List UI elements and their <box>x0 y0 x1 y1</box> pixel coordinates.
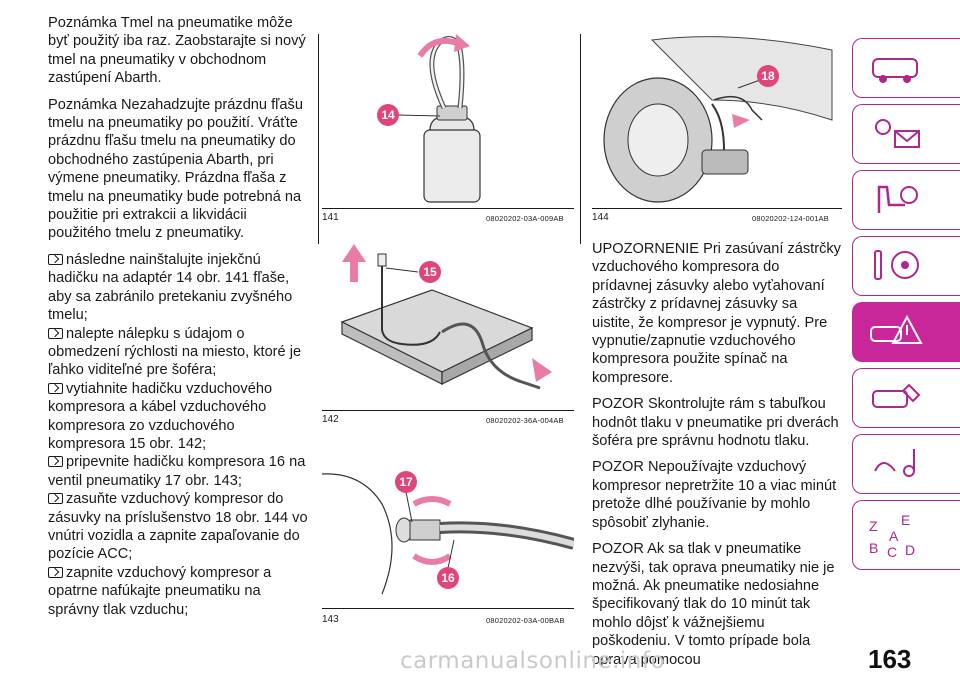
svg-text:Z: Z <box>869 518 878 534</box>
caution-paragraph: POZOR Skontrolujte rám s tabuľkou hodnôt… <box>592 396 839 450</box>
seat-safety-icon <box>877 185 918 213</box>
figure-143: 17 16 <box>321 444 576 606</box>
figure-number: 144 <box>592 212 609 223</box>
left-column: Poznámka Tmel na pneumatike môže byť pou… <box>48 14 310 619</box>
svg-text:C: C <box>887 544 897 560</box>
step-check-icon <box>48 566 63 578</box>
car-emergency-icon <box>870 314 923 344</box>
tab-maintenance[interactable] <box>852 368 960 428</box>
column-divider <box>318 34 319 244</box>
figure-144: 18 <box>592 30 844 205</box>
car-dashboard-icon <box>872 58 918 83</box>
tab-seat-safety[interactable] <box>852 170 960 230</box>
svg-text:E: E <box>901 512 910 528</box>
svg-text:D: D <box>905 542 915 558</box>
step-item: nalepte nálepku s údajom o obmedzení rýc… <box>48 325 302 379</box>
caution-paragraph: POZOR Nepoužívajte vzduchový kompresor n… <box>592 459 837 531</box>
svg-text:B: B <box>869 540 878 556</box>
key-steering-icon <box>874 250 919 280</box>
tab-multimedia[interactable] <box>852 434 960 494</box>
svg-text:A: A <box>889 528 899 544</box>
svg-text:15: 15 <box>423 265 437 279</box>
compressor-illustration: 15 <box>340 244 552 390</box>
valve-hose-illustration: 17 16 <box>321 471 576 595</box>
lights-warning-icon <box>875 119 920 148</box>
figure-rule <box>322 608 574 609</box>
tab-car-emergency[interactable] <box>852 302 960 362</box>
watermark: carmanualsonline.info <box>400 648 666 674</box>
note-empty-bottle: Poznámka Nezahadzujte prázdnu fľašu tmel… <box>48 96 303 242</box>
step-item: zasuňte vzduchový kompresor do zásuvky n… <box>48 491 308 563</box>
page-number: 163 <box>868 644 912 674</box>
right-column: UPOZORNENIE Pri zasúvaní zástrčky vzduch… <box>592 240 842 677</box>
caution-paragraph: POZOR Ak sa tlak v pneumatike nezvýši, t… <box>592 541 835 668</box>
figure-number: 142 <box>322 414 339 425</box>
figure-number: 143 <box>322 614 339 625</box>
column-divider <box>580 34 581 244</box>
accessory-socket-illustration: 18 <box>603 36 833 203</box>
tab-car-dashboard[interactable] <box>852 38 960 98</box>
note-sealant-single-use: Poznámka Tmel na pneumatike môže byť pou… <box>48 15 306 87</box>
figure-code: 08020202-124-001AB <box>752 214 829 223</box>
maintenance-icon <box>872 383 921 408</box>
step-item: zapnite vzduchový kompresor a opatrne na… <box>48 564 272 618</box>
figure-code: 08020202-03A-009AB <box>486 214 564 223</box>
step-item: vytiahnite hadičku vzduchového kompresor… <box>48 380 273 452</box>
step-check-icon <box>48 327 63 339</box>
figure-code: 08020202-03A-00BAB <box>486 616 565 625</box>
figure-code: 08020202-36A-004AB <box>486 416 564 425</box>
svg-text:17: 17 <box>399 475 413 489</box>
step-item: pripevnite hadičku kompresora 16 na vent… <box>48 454 306 489</box>
figure-rule <box>592 208 842 209</box>
figure-rule <box>322 208 574 209</box>
tab-key-steering[interactable] <box>852 236 960 296</box>
step-check-icon <box>48 493 63 505</box>
multimedia-icon <box>874 449 915 477</box>
svg-text:14: 14 <box>381 108 395 122</box>
svg-text:18: 18 <box>761 69 775 83</box>
step-item: následne nainštalujte injekčnú hadičku n… <box>48 251 293 324</box>
figure-number: 141 <box>322 212 339 223</box>
tab-lights-warning[interactable] <box>852 104 960 164</box>
step-check-icon <box>48 456 63 468</box>
figure-141: 14 <box>322 30 574 205</box>
svg-text:16: 16 <box>441 571 455 585</box>
step-check-icon <box>48 253 63 265</box>
sealant-bottle-illustration: 14 <box>377 34 481 203</box>
warning-paragraph: UPOZORNENIE Pri zasúvaní zástrčky vzduch… <box>592 241 841 386</box>
figure-rule <box>322 410 574 411</box>
step-check-icon <box>48 382 63 394</box>
figure-142: 15 <box>322 232 574 408</box>
